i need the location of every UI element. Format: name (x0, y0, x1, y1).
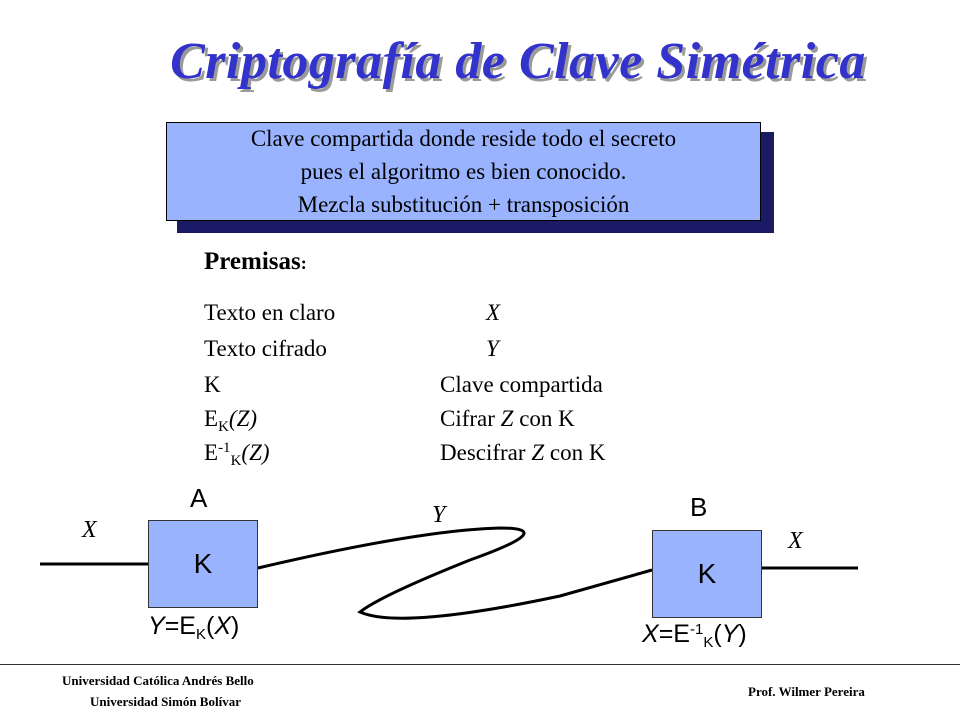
node-a-key: K (193, 548, 213, 579)
info-box: Clave compartida donde reside todo el se… (166, 122, 761, 221)
node-b-formula: X=E-1K(Y) (642, 620, 747, 651)
premisas-colon: : (300, 253, 307, 273)
premise-term: Texto en claro (204, 300, 336, 325)
term-sub: K (230, 453, 242, 469)
premisas-label: Premisas (204, 248, 301, 275)
premise-row-encrypt: EK(Z) (204, 406, 257, 436)
premise-row-ciphertext: Texto cifrado (204, 336, 327, 362)
premise-row-decrypt: E-1K(Z) (204, 440, 270, 470)
premise-term: Texto cifrado (204, 336, 327, 361)
node-a-input-label: X (82, 517, 97, 543)
formula-lhs: X (642, 620, 659, 648)
channel-wire (257, 526, 653, 620)
premisas-heading: Premisas: (204, 248, 307, 276)
formula-sub: K (195, 626, 206, 643)
premise-value: Y (486, 336, 499, 361)
formula-sub: K (703, 634, 714, 651)
formula-arg: (X) (205, 612, 240, 640)
footer-university-1: Universidad Católica Andrés Bello (62, 673, 254, 688)
footer-professor: Prof. Wilmer Pereira (748, 684, 865, 699)
term-arg: (Z) (241, 440, 270, 465)
value-pre: Cifrar (440, 406, 501, 431)
premise-row-plaintext: Texto en claro (204, 300, 335, 326)
term-base: E (204, 440, 219, 465)
info-line-2: pues el algoritmo es bien conocido. (300, 159, 627, 184)
value-pre: Descifrar (440, 440, 532, 465)
premise-value: Clave compartida (440, 372, 603, 397)
term-sub: K (218, 419, 229, 435)
formula-lhs: Y (148, 612, 165, 640)
footer-divider (0, 664, 960, 665)
node-b-box: K (652, 530, 762, 618)
info-line-1: Clave compartida donde reside todo el se… (250, 126, 677, 151)
formula-eq: =E (164, 612, 196, 640)
value-var: Z (531, 440, 545, 465)
channel-label: Y (432, 502, 446, 528)
value-post: con K (513, 406, 575, 431)
term-base: E (204, 406, 219, 431)
premise-value-encrypt: Cifrar Z con K (440, 406, 575, 432)
formula-arg: (Y) (713, 620, 747, 648)
node-b-label: B (690, 492, 708, 522)
term-sup: -1 (218, 440, 231, 456)
node-b-key: K (697, 558, 717, 589)
page-title: Criptografía de Clave Simétrica (170, 33, 866, 90)
node-a-formula: Y=EK(X) (148, 612, 239, 643)
premise-term: K (204, 372, 221, 397)
node-b-output-label: X (788, 528, 803, 554)
formula-sup: -1 (689, 621, 704, 638)
node-a-box: K (148, 520, 258, 608)
premise-row-key: K (204, 372, 221, 398)
node-a-label: A (190, 483, 208, 513)
premise-value: X (486, 300, 501, 325)
premise-value-decrypt: Descifrar Z con K (440, 440, 605, 466)
formula-eq: =E (658, 620, 690, 648)
value-var: Z (500, 406, 514, 431)
term-arg: (Z) (228, 406, 258, 431)
value-post: con K (544, 440, 606, 465)
info-line-3: Mezcla substitución + transposición (297, 192, 630, 217)
footer-university-2: Universidad Simón Bolívar (90, 694, 241, 709)
